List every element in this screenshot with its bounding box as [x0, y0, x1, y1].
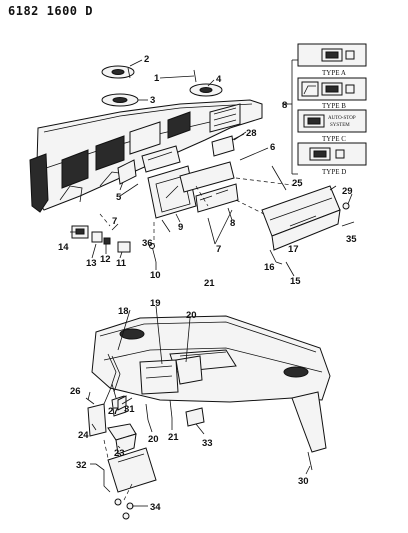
bolts-34 — [114, 498, 134, 520]
switch-12 — [103, 237, 111, 245]
screw-35 — [341, 221, 355, 227]
callout-1: 1 — [154, 73, 160, 84]
module-23 — [107, 423, 137, 455]
switch-type-c-text-1: AUTO-STOP — [328, 116, 356, 121]
bracket-19 — [139, 359, 179, 395]
module-24 — [87, 403, 107, 437]
radio-control-5 — [141, 145, 181, 173]
callout-22: 20 — [148, 434, 159, 445]
callout-33: 33 — [202, 438, 213, 449]
callout-27: 27 — [108, 406, 119, 417]
callout-3: 3 — [150, 95, 155, 106]
callout-35: 35 — [346, 234, 357, 245]
rod-32 — [95, 463, 111, 493]
callout-19: 19 — [150, 298, 161, 309]
callout-7a: 7 — [112, 216, 117, 227]
bracket-plate — [107, 447, 157, 493]
glove-box-17 — [261, 185, 341, 251]
callout-8a: 8 — [282, 100, 287, 111]
callout-4: 4 — [216, 74, 222, 85]
clip-26 — [85, 397, 95, 405]
diagram-code: 6182 1600 D — [8, 4, 93, 18]
switch-13 — [91, 231, 103, 243]
screw-22 — [145, 403, 149, 421]
callout-17: 17 — [288, 244, 299, 255]
callout-labels: 1 2 3 4 5 6 7 7 8 8 9 10 11 12 13 14 15 … — [58, 54, 357, 513]
callout-7b: 7 — [216, 244, 221, 255]
callout-29: 29 — [342, 186, 353, 197]
switch-module-6 — [179, 161, 239, 213]
switch-type-d: TYPE D — [297, 142, 367, 176]
switch-types-panel: TYPE A TYPE B AUTO-STOP SYSTEM TYPE C — [282, 43, 367, 176]
speaker-left — [101, 65, 135, 79]
callout-12: 12 — [100, 254, 111, 265]
callout-5: 5 — [116, 192, 122, 203]
callout-31: 31 — [124, 404, 135, 415]
switch-type-c-label: TYPE C — [322, 135, 346, 143]
callout-32: 32 — [76, 460, 87, 471]
switch-type-a-label: TYPE A — [322, 69, 346, 77]
switch-type-b: TYPE B — [297, 77, 367, 110]
speaker-right — [189, 83, 223, 97]
switch-type-b-label: TYPE B — [322, 102, 346, 110]
callout-24: 24 — [78, 430, 89, 441]
callout-23: 23 — [114, 448, 125, 459]
figure-label-21: 21 — [204, 278, 215, 289]
switch-14 — [71, 225, 89, 239]
callout-21: 21 — [168, 432, 179, 443]
bracket-33 — [185, 407, 205, 427]
callout-28: 28 — [246, 128, 257, 139]
callout-14: 14 — [58, 242, 69, 253]
callout-34: 34 — [150, 502, 161, 513]
callout-16: 16 — [264, 262, 275, 273]
bracket-31 — [117, 395, 127, 411]
callout-9: 9 — [178, 222, 183, 233]
screw-2 — [127, 67, 131, 79]
switch-type-c-text-2: SYSTEM — [330, 123, 350, 128]
callout-15: 15 — [290, 276, 301, 287]
screw-10 — [149, 243, 157, 263]
callout-11: 11 — [116, 258, 127, 269]
callout-6: 6 — [270, 142, 275, 153]
bracket-28 — [211, 133, 245, 157]
speaker-grille — [101, 93, 139, 107]
callout-20: 20 — [186, 310, 197, 321]
callout-2: 2 — [144, 54, 149, 65]
callout-13: 13 — [86, 258, 97, 269]
callout-26: 26 — [70, 386, 81, 397]
screw-16 — [275, 261, 283, 265]
callout-10: 10 — [150, 270, 161, 281]
screw-15 — [285, 261, 295, 277]
callout-18: 18 — [118, 306, 129, 317]
callout-25: 25 — [292, 178, 303, 189]
callout-36: 36 — [142, 238, 153, 249]
latch-29 — [342, 202, 350, 210]
switch-type-d-label: TYPE D — [322, 168, 346, 176]
screw-21 — [169, 399, 173, 419]
knob-11 — [117, 241, 131, 253]
callout-8b: 8 — [230, 218, 235, 229]
leader-lines — [70, 59, 353, 507]
callout-30: 30 — [298, 476, 309, 487]
switch-type-a: TYPE A — [297, 43, 367, 77]
screw-1 — [193, 69, 197, 83]
bracket-20 — [175, 355, 203, 385]
switch-type-c: AUTO-STOP SYSTEM TYPE C — [297, 109, 367, 143]
